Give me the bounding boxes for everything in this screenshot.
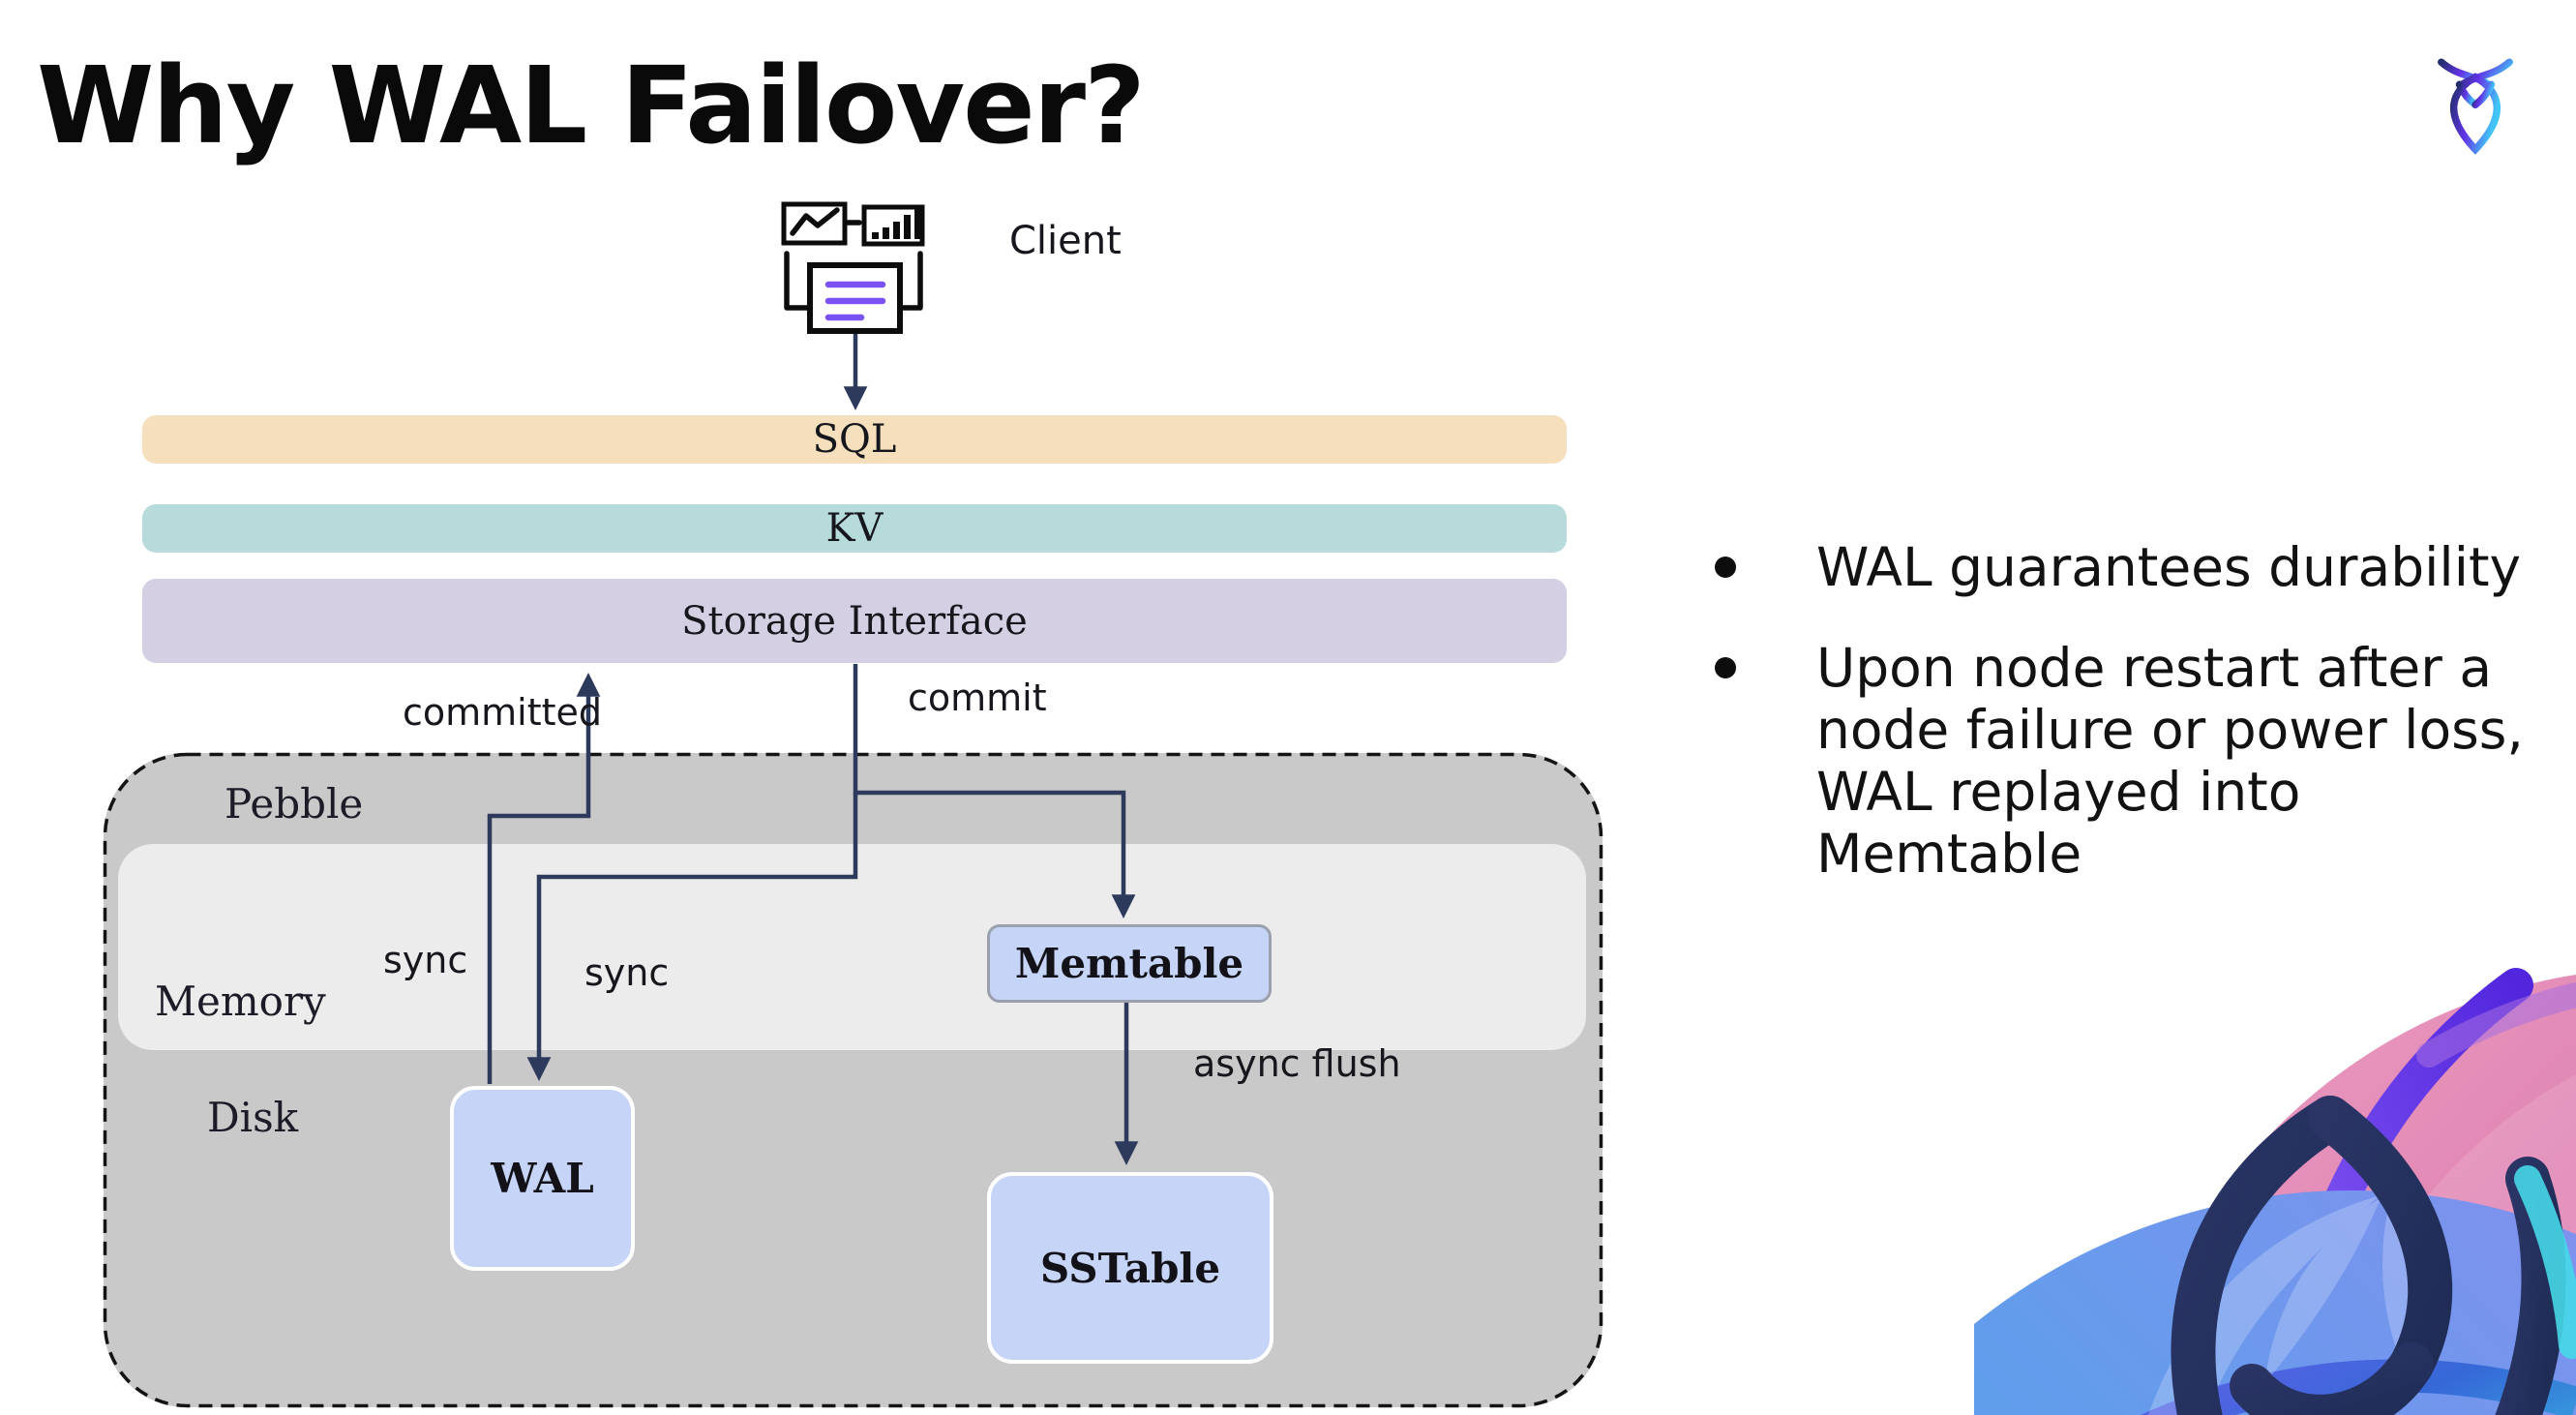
pebble-label: Pebble bbox=[225, 780, 364, 828]
bullet-text: Upon node restart after a node failure o… bbox=[1816, 637, 2524, 885]
list-item: WAL guarantees durability bbox=[1715, 536, 2576, 598]
bullet-icon bbox=[1715, 557, 1736, 578]
client-icon bbox=[781, 201, 925, 334]
line-chart-zigzag bbox=[790, 207, 840, 236]
commit-label: commit bbox=[908, 677, 1047, 719]
memtable-node: Memtable bbox=[987, 924, 1272, 1003]
cockroachdb-logo-icon bbox=[2438, 58, 2513, 155]
layer-storage-interface: Storage Interface bbox=[142, 579, 1567, 663]
bullet-text: WAL guarantees durability bbox=[1816, 536, 2522, 598]
client-label: Client bbox=[1009, 219, 1122, 263]
monitor-text-lines bbox=[824, 281, 886, 321]
sstable-node: SSTable bbox=[987, 1172, 1273, 1364]
layer-sql: SQL bbox=[142, 415, 1567, 464]
memory-label: Memory bbox=[155, 978, 326, 1025]
sync-wal-label: sync bbox=[383, 939, 468, 981]
brand-artwork bbox=[1974, 968, 2576, 1415]
monitor-icon bbox=[807, 262, 903, 334]
bar-chart-bars bbox=[872, 209, 921, 239]
bullet-icon bbox=[1715, 657, 1736, 678]
committed-label: committed bbox=[403, 691, 603, 734]
sstable-node-label: SSTable bbox=[1039, 1244, 1221, 1292]
disk-label: Disk bbox=[207, 1094, 299, 1141]
bar-chart-icon bbox=[861, 204, 925, 247]
layer-kv-label: KV bbox=[825, 506, 884, 551]
layer-storage-interface-label: Storage Interface bbox=[681, 598, 1028, 644]
sync-mem-label: sync bbox=[584, 951, 670, 994]
slide-title: Why WAL Failover? bbox=[37, 44, 1146, 167]
line-chart-icon bbox=[781, 201, 848, 246]
wal-node: WAL bbox=[450, 1086, 635, 1271]
memory-band bbox=[118, 844, 1586, 1050]
list-item: Upon node restart after a node failure o… bbox=[1715, 637, 2576, 885]
memtable-node-label: Memtable bbox=[1014, 940, 1244, 987]
right-bracket bbox=[876, 251, 923, 311]
wal-node-label: WAL bbox=[491, 1155, 594, 1202]
layer-sql-label: SQL bbox=[812, 417, 897, 462]
bullet-list: WAL guarantees durability Upon node rest… bbox=[1715, 536, 2576, 885]
left-bracket bbox=[784, 251, 832, 311]
layer-kv: KV bbox=[142, 504, 1567, 553]
async-flush-label: async flush bbox=[1193, 1042, 1401, 1085]
